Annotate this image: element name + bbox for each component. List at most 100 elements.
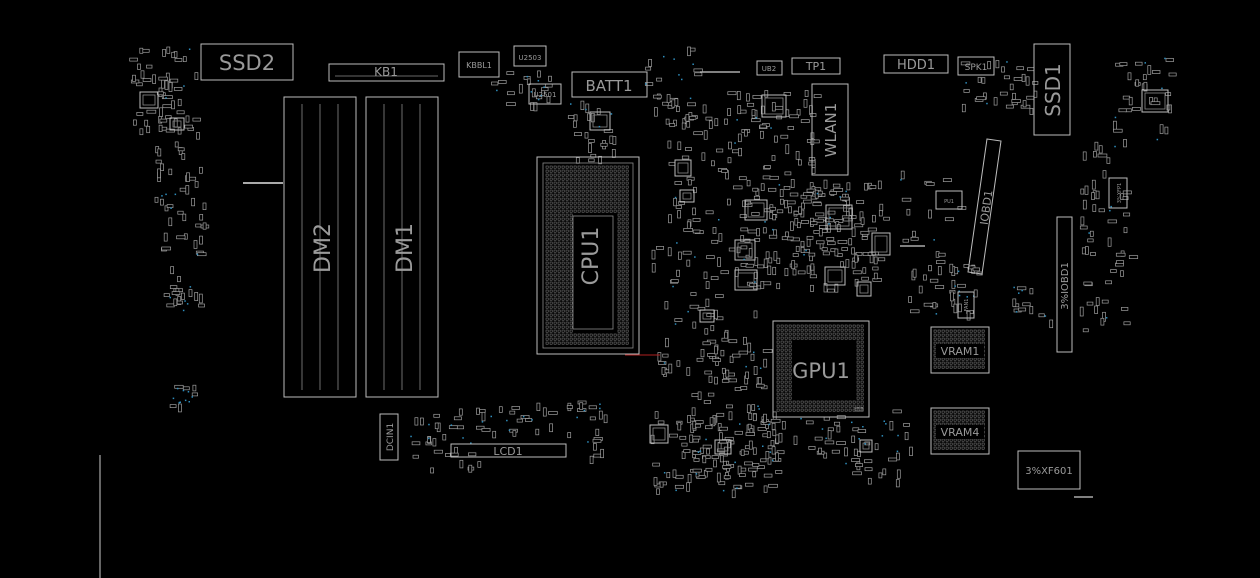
ball (569, 257, 573, 261)
via (689, 97, 692, 100)
smd-component (161, 246, 171, 251)
ball (569, 325, 573, 329)
ball (945, 418, 949, 422)
ball (973, 341, 977, 345)
smd-component (854, 223, 864, 228)
ball (549, 297, 553, 301)
batt1-connector[interactable]: BATT1 (571, 71, 648, 98)
wlan1-label: WLAN1 (822, 103, 840, 158)
ball (577, 341, 581, 345)
ball (784, 408, 788, 412)
smd-component (751, 109, 756, 116)
xfp1-part[interactable]: 3%XFP1 (1108, 177, 1128, 209)
smd-component (717, 257, 721, 267)
via (663, 472, 666, 474)
iobd1-alt-connector[interactable]: 3%IOBD1 (1056, 216, 1073, 353)
cpu1-package[interactable]: CPU1 (536, 156, 640, 355)
small-ic (734, 239, 756, 261)
xf601-part[interactable]: 3%XF601 (1017, 450, 1081, 490)
smd-component (511, 406, 520, 410)
smd-component (708, 375, 713, 383)
ball (569, 297, 573, 301)
ball (957, 361, 961, 365)
ball (553, 237, 557, 241)
u2503-chip[interactable]: U2503 (513, 45, 547, 67)
ball (605, 189, 609, 193)
kb1-connector[interactable]: KB1 (328, 63, 445, 82)
ball (776, 360, 780, 364)
via (900, 179, 902, 181)
u2501-chip[interactable]: U2501 (528, 83, 562, 105)
ball (945, 414, 949, 418)
ball (828, 400, 832, 404)
kbbl1-connector[interactable]: KBBL1 (458, 51, 500, 78)
via (958, 294, 961, 297)
ball (788, 404, 792, 408)
ball (617, 225, 621, 229)
smd-component (593, 453, 602, 458)
ball (617, 305, 621, 309)
hdd1-connector[interactable]: HDD1 (883, 54, 949, 74)
smd-component (851, 458, 860, 462)
smd-component (784, 268, 789, 277)
ball (553, 185, 557, 189)
ball (553, 209, 557, 213)
ball (557, 197, 561, 201)
ball (545, 313, 549, 317)
smd-component (159, 118, 168, 123)
smd-component (146, 109, 157, 114)
ssd2-connector[interactable]: SSD2 (200, 43, 294, 81)
ball (776, 336, 780, 340)
smd-component (851, 261, 856, 269)
smd-component (999, 91, 1008, 96)
smd-component (137, 63, 141, 70)
iobd1-connector[interactable]: IOBD1 (967, 138, 1002, 275)
spk1-connector[interactable]: SPK1 (957, 56, 995, 76)
lcd1-connector[interactable]: LCD1 (450, 443, 567, 458)
dm1-memory-slot[interactable]: DM1 (365, 96, 439, 398)
ball (561, 209, 565, 213)
fan1-connector[interactable]: FAN1 (957, 291, 975, 319)
dm2-memory-slot[interactable]: DM2 (283, 96, 357, 398)
smd-component (692, 321, 697, 329)
ball (573, 205, 577, 209)
ball (784, 364, 788, 368)
via (1161, 87, 1163, 90)
wlan1-connector[interactable]: WLAN1 (811, 83, 849, 176)
smd-component (1080, 188, 1085, 195)
ub2-chip[interactable]: UB2 (756, 60, 783, 76)
smd-component (702, 455, 707, 464)
smd-component (1016, 286, 1027, 291)
tp1-connector[interactable]: TP1 (791, 57, 841, 75)
ub2-label: UB2 (762, 65, 776, 73)
smd-component (199, 166, 203, 174)
smd-component (129, 57, 138, 62)
ball (605, 209, 609, 213)
ball (617, 265, 621, 269)
vram1-chip[interactable]: VRAM1 (930, 326, 990, 374)
via (778, 184, 781, 186)
via (169, 296, 171, 299)
ball (549, 293, 553, 297)
via (676, 242, 678, 244)
smd-component (592, 438, 602, 443)
via (718, 219, 720, 221)
smd-component (831, 449, 840, 454)
pu1-chip[interactable]: PU1 (935, 190, 963, 210)
smd-component (746, 102, 755, 107)
smd-component (797, 270, 806, 275)
ball (617, 289, 621, 293)
ssd1-connector[interactable]: SSD1 (1033, 43, 1071, 136)
ball (828, 404, 832, 408)
smd-component (716, 412, 725, 417)
smd-component (1026, 95, 1035, 100)
via (754, 281, 756, 283)
gpu1-package[interactable]: GPU1 (772, 320, 870, 418)
dcin1-connector[interactable]: DCIN1 (379, 413, 399, 461)
smd-component (846, 182, 851, 191)
ball (561, 221, 565, 225)
smd-component (442, 434, 447, 441)
smd-component (721, 337, 729, 342)
vram4-chip[interactable]: VRAM4 (930, 407, 990, 455)
ball (597, 177, 601, 181)
